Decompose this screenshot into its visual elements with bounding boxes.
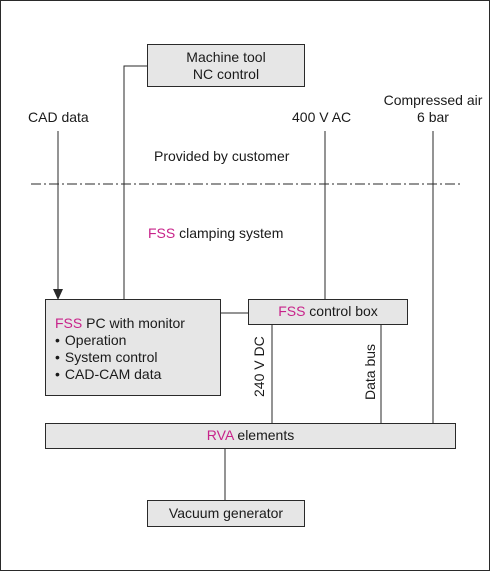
dc-voltage-label: 240 V DC <box>251 336 267 397</box>
pc-monitor-accent: FSS <box>55 315 83 331</box>
clamping-system-text: clamping system <box>175 225 284 241</box>
data-bus-label: Data bus <box>362 343 378 400</box>
compressed-air-line1: Compressed air <box>383 92 483 108</box>
rva-text: elements <box>233 427 295 443</box>
pc-monitor-box: FSS PC with monitor Operation System con… <box>45 299 221 396</box>
control-box-accent: FSS <box>278 303 306 319</box>
pc-monitor-title-text: PC with monitor <box>82 315 185 331</box>
wire-nc-to-pc <box>123 65 147 301</box>
pc-function-item: System control <box>55 349 220 366</box>
machine-tool-line2: NC control <box>192 66 260 82</box>
vacuum-generator-box: Vacuum generator <box>147 500 305 527</box>
vacuum-generator-text: Vacuum generator <box>168 505 284 521</box>
compressed-air-label: Compressed air 6 bar <box>371 92 490 126</box>
power-ac-label: 400 V AC <box>292 109 352 125</box>
pc-function-list: Operation System control CAD-CAM data <box>55 332 220 383</box>
clamping-system-accent: FSS <box>148 225 176 241</box>
pc-function-item: Operation <box>55 332 220 349</box>
provided-by-customer-label: Provided by customer <box>154 148 290 164</box>
rva-accent: RVA <box>206 427 234 443</box>
pc-function-item: CAD-CAM data <box>55 366 220 383</box>
pc-monitor-title: FSS PC with monitor <box>55 315 220 332</box>
machine-tool-line1: Machine tool <box>186 49 266 65</box>
clamping-system-label: FSS clamping system <box>148 225 283 242</box>
control-box: FSS control box <box>248 299 408 325</box>
rva-elements-box: RVA elements <box>45 423 456 449</box>
machine-tool-box: Machine tool NC control <box>147 44 305 87</box>
cad-data-label: CAD data <box>28 109 89 125</box>
compressed-air-line2: 6 bar <box>417 109 449 125</box>
arrowhead-cad-data <box>53 289 63 300</box>
control-box-text: control box <box>305 303 378 319</box>
